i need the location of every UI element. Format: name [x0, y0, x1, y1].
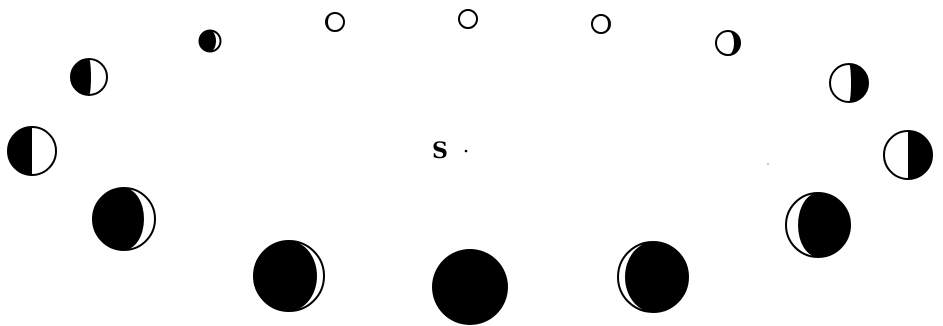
phase-left-2 — [71, 59, 107, 95]
phase-right-3 — [884, 131, 932, 179]
sun-dot — [465, 150, 468, 153]
phase-right-5 — [618, 242, 688, 312]
phase-left-1 — [200, 31, 221, 52]
phase-top-3 — [592, 15, 610, 33]
phase-right-2 — [830, 64, 868, 102]
sun-label: S — [432, 138, 448, 164]
phase-left-4 — [93, 188, 155, 250]
phase-left-5 — [254, 241, 324, 311]
sun: S — [432, 138, 467, 164]
phase-top-1 — [326, 13, 344, 31]
phase-right-4 — [786, 193, 850, 257]
phase-left-3 — [8, 127, 56, 175]
phase-right-1 — [716, 31, 740, 55]
phase-top-2 — [459, 10, 477, 28]
phase-new-moon — [432, 249, 508, 325]
stray-dot — [767, 163, 769, 165]
